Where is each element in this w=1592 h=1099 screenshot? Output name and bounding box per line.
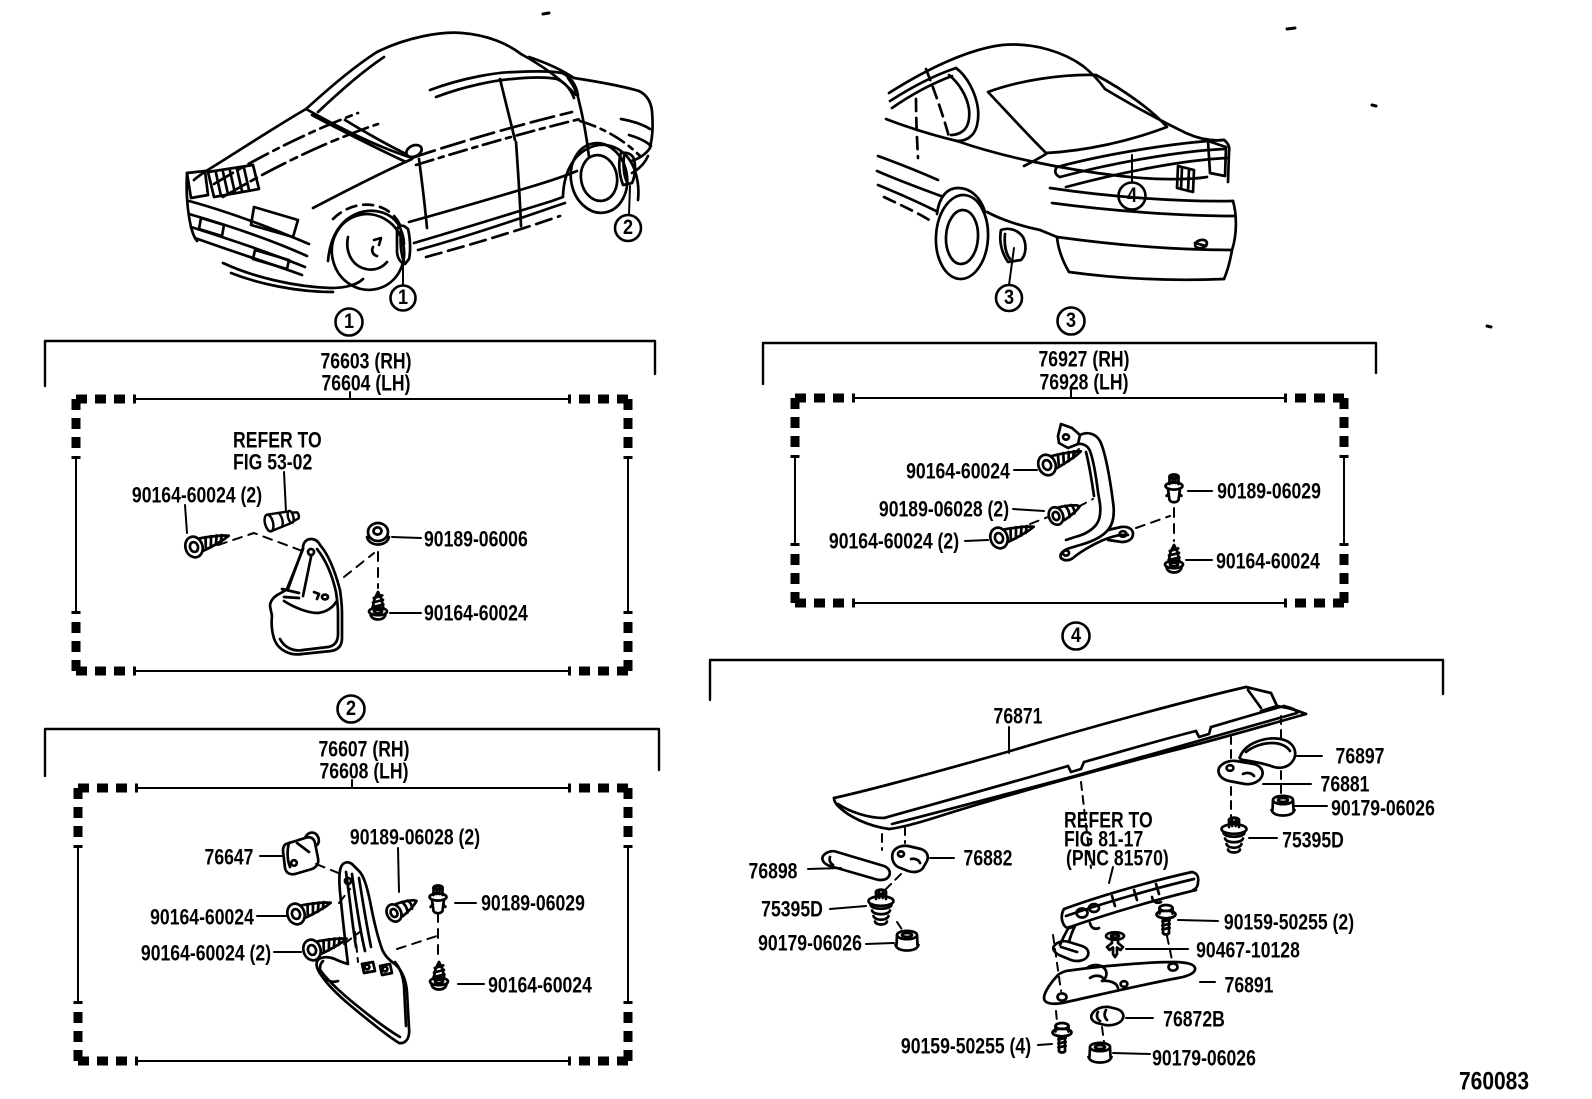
- cushion-stud-icon: [867, 888, 895, 926]
- section3-parts: [964, 422, 1213, 574]
- section4-parts: [807, 685, 1328, 1064]
- section2-callout-number: 2: [345, 697, 357, 720]
- cap-nut-icon: [1087, 1041, 1113, 1064]
- car-callout-4: [1117, 154, 1147, 211]
- section4-callout-number: 4: [1070, 624, 1082, 647]
- section3-grommet-screw-label: 90189-06028 (2): [878, 496, 1010, 522]
- spoiler-left-mount: [821, 844, 930, 952]
- section4-bracket-lh-label: 76898: [748, 858, 798, 884]
- screw-grommet-icon: [428, 884, 448, 915]
- section1-bracket: [43, 307, 657, 400]
- screw-grommet-icon: [1164, 473, 1184, 504]
- section4-stud-lh-label: 75395D: [761, 896, 823, 922]
- section2-bracket: [43, 694, 661, 789]
- section4-nut-rh-label: 90179-06026: [1331, 795, 1435, 821]
- cap-nut-icon: [894, 929, 920, 952]
- section2-screw-a-label: 90164-60024: [150, 904, 254, 930]
- car-callout-1: [389, 262, 417, 312]
- section4-bracket: [708, 621, 1445, 702]
- spoiler-right-mount: [1217, 737, 1297, 854]
- front-car-callout-1-number: 1: [397, 286, 409, 309]
- spoiler-part: [832, 685, 1308, 831]
- section4-cushion-rh-label: 76881: [1320, 771, 1370, 797]
- screw-up-icon: [428, 960, 450, 991]
- section3-dashed-box: [790, 393, 1349, 608]
- front-mudguard-part: [268, 537, 344, 656]
- washer-bolt-icon: [1155, 903, 1177, 936]
- section4-bolt-pair-label: 90159-50255 (2): [1223, 909, 1355, 935]
- rear-car-callout-4-number: 4: [1126, 184, 1138, 207]
- tapping-screw-icon: [1033, 440, 1087, 480]
- section4-cushion-lh-label: 76882: [963, 845, 1013, 871]
- grommet-icon: [365, 521, 391, 546]
- scan-specks: [541, 11, 1493, 329]
- section4-refer-line2: FIG 81-17: [1064, 826, 1144, 852]
- clip-76647: [281, 831, 321, 876]
- section4-nut-bottom-label: 90179-06026: [1152, 1045, 1256, 1071]
- tapping-screw-icon: [283, 891, 336, 928]
- pad-76872b: [1089, 1005, 1125, 1027]
- front-car-drawing: [185, 31, 654, 294]
- section3-part-number-lh: 76928 (LH): [1039, 369, 1129, 395]
- rear-car-callout-3-number: 3: [1003, 286, 1015, 309]
- rear-mudguard-part: [315, 860, 411, 1045]
- high-mount-lamp: [1051, 870, 1200, 963]
- section3-screw-pair-label: 90164-60024 (2): [828, 528, 960, 554]
- section2-parts: [256, 831, 485, 1045]
- section3-part-number-rh: 76927 (RH): [1038, 346, 1130, 372]
- car-callout-2: [613, 185, 643, 243]
- screw-up-icon: [1163, 543, 1185, 574]
- front-car-callout-2-number: 2: [622, 216, 634, 239]
- section3-grommet-label: 90189-06029: [1217, 478, 1321, 504]
- car-callout-3: [994, 247, 1024, 313]
- section2-part-number-lh: 76608 (LH): [319, 758, 409, 784]
- cushion-stud-icon: [1220, 816, 1248, 854]
- section4-pad-label: 76872B: [1163, 1006, 1225, 1032]
- section2-screw-b-label: 90164-60024: [488, 972, 592, 998]
- section1-parts: [181, 471, 422, 656]
- section2-grommet-label: 90189-06029: [481, 890, 585, 916]
- section1-screw-label: 90164-60024: [424, 600, 528, 626]
- section3-screw-b-label: 90164-60024: [1216, 548, 1320, 574]
- screw-up-icon: [367, 590, 389, 621]
- tapping-screw-icon: [986, 515, 1039, 552]
- section2-dashed-box: [73, 783, 633, 1066]
- lamp-bracket-76891: [1042, 960, 1197, 1006]
- section1-callout-number: 1: [343, 310, 355, 333]
- cap-nut-icon: [1270, 794, 1296, 817]
- section3-bracket: [761, 306, 1378, 399]
- cylinder-clip-icon: [261, 506, 303, 534]
- washer-bolt-icon: [1051, 1021, 1073, 1054]
- section1-dashed-box: [71, 394, 633, 676]
- grommet-screw-icon: [382, 891, 423, 926]
- section4-bracket-rh-label: 76897: [1335, 743, 1385, 769]
- section2-grommet-screw-label: 90189-06028 (2): [349, 824, 481, 850]
- section4-refer-line1: REFER TO: [1064, 807, 1153, 833]
- section1-refer-line1: REFER TO: [233, 427, 322, 453]
- section4-spoiler-label: 76871: [993, 703, 1043, 729]
- section3-callout-number: 3: [1065, 309, 1077, 332]
- section4-clip-label: 90467-10128: [1196, 937, 1300, 963]
- push-clip-icon: [1104, 930, 1126, 959]
- section1-part-number-lh: 76604 (LH): [321, 370, 411, 396]
- section4-bolt-quad-label: 90159-50255 (4): [900, 1033, 1032, 1059]
- section4-nut-lh-label: 90179-06026: [758, 930, 862, 956]
- section2-screw-pair-label: 90164-60024 (2): [140, 940, 272, 966]
- section4-stud-rh-label: 75395D: [1282, 827, 1344, 853]
- section1-part-number-rh: 76603 (RH): [320, 348, 412, 374]
- section4-refer-line3: (PNC 81570): [1066, 845, 1169, 871]
- section2-part-number-rh: 76607 (RH): [318, 736, 410, 762]
- section1-refer-line2: FIG 53-02: [233, 449, 313, 475]
- rear-car-drawing: [875, 43, 1238, 282]
- mudguard-bracket-part: [1056, 422, 1135, 562]
- grommet-screw-icon: [1044, 496, 1085, 529]
- figure-code: 760083: [1458, 1067, 1530, 1096]
- section3-screw-a-label: 90164-60024: [906, 458, 1010, 484]
- section1-grommet-label: 90189-06006: [424, 526, 528, 552]
- section1-screw-pair-label: 90164-60024 (2): [131, 482, 263, 508]
- section2-clip-label: 76647: [204, 844, 254, 870]
- section4-bracket-center-label: 76891: [1224, 972, 1274, 998]
